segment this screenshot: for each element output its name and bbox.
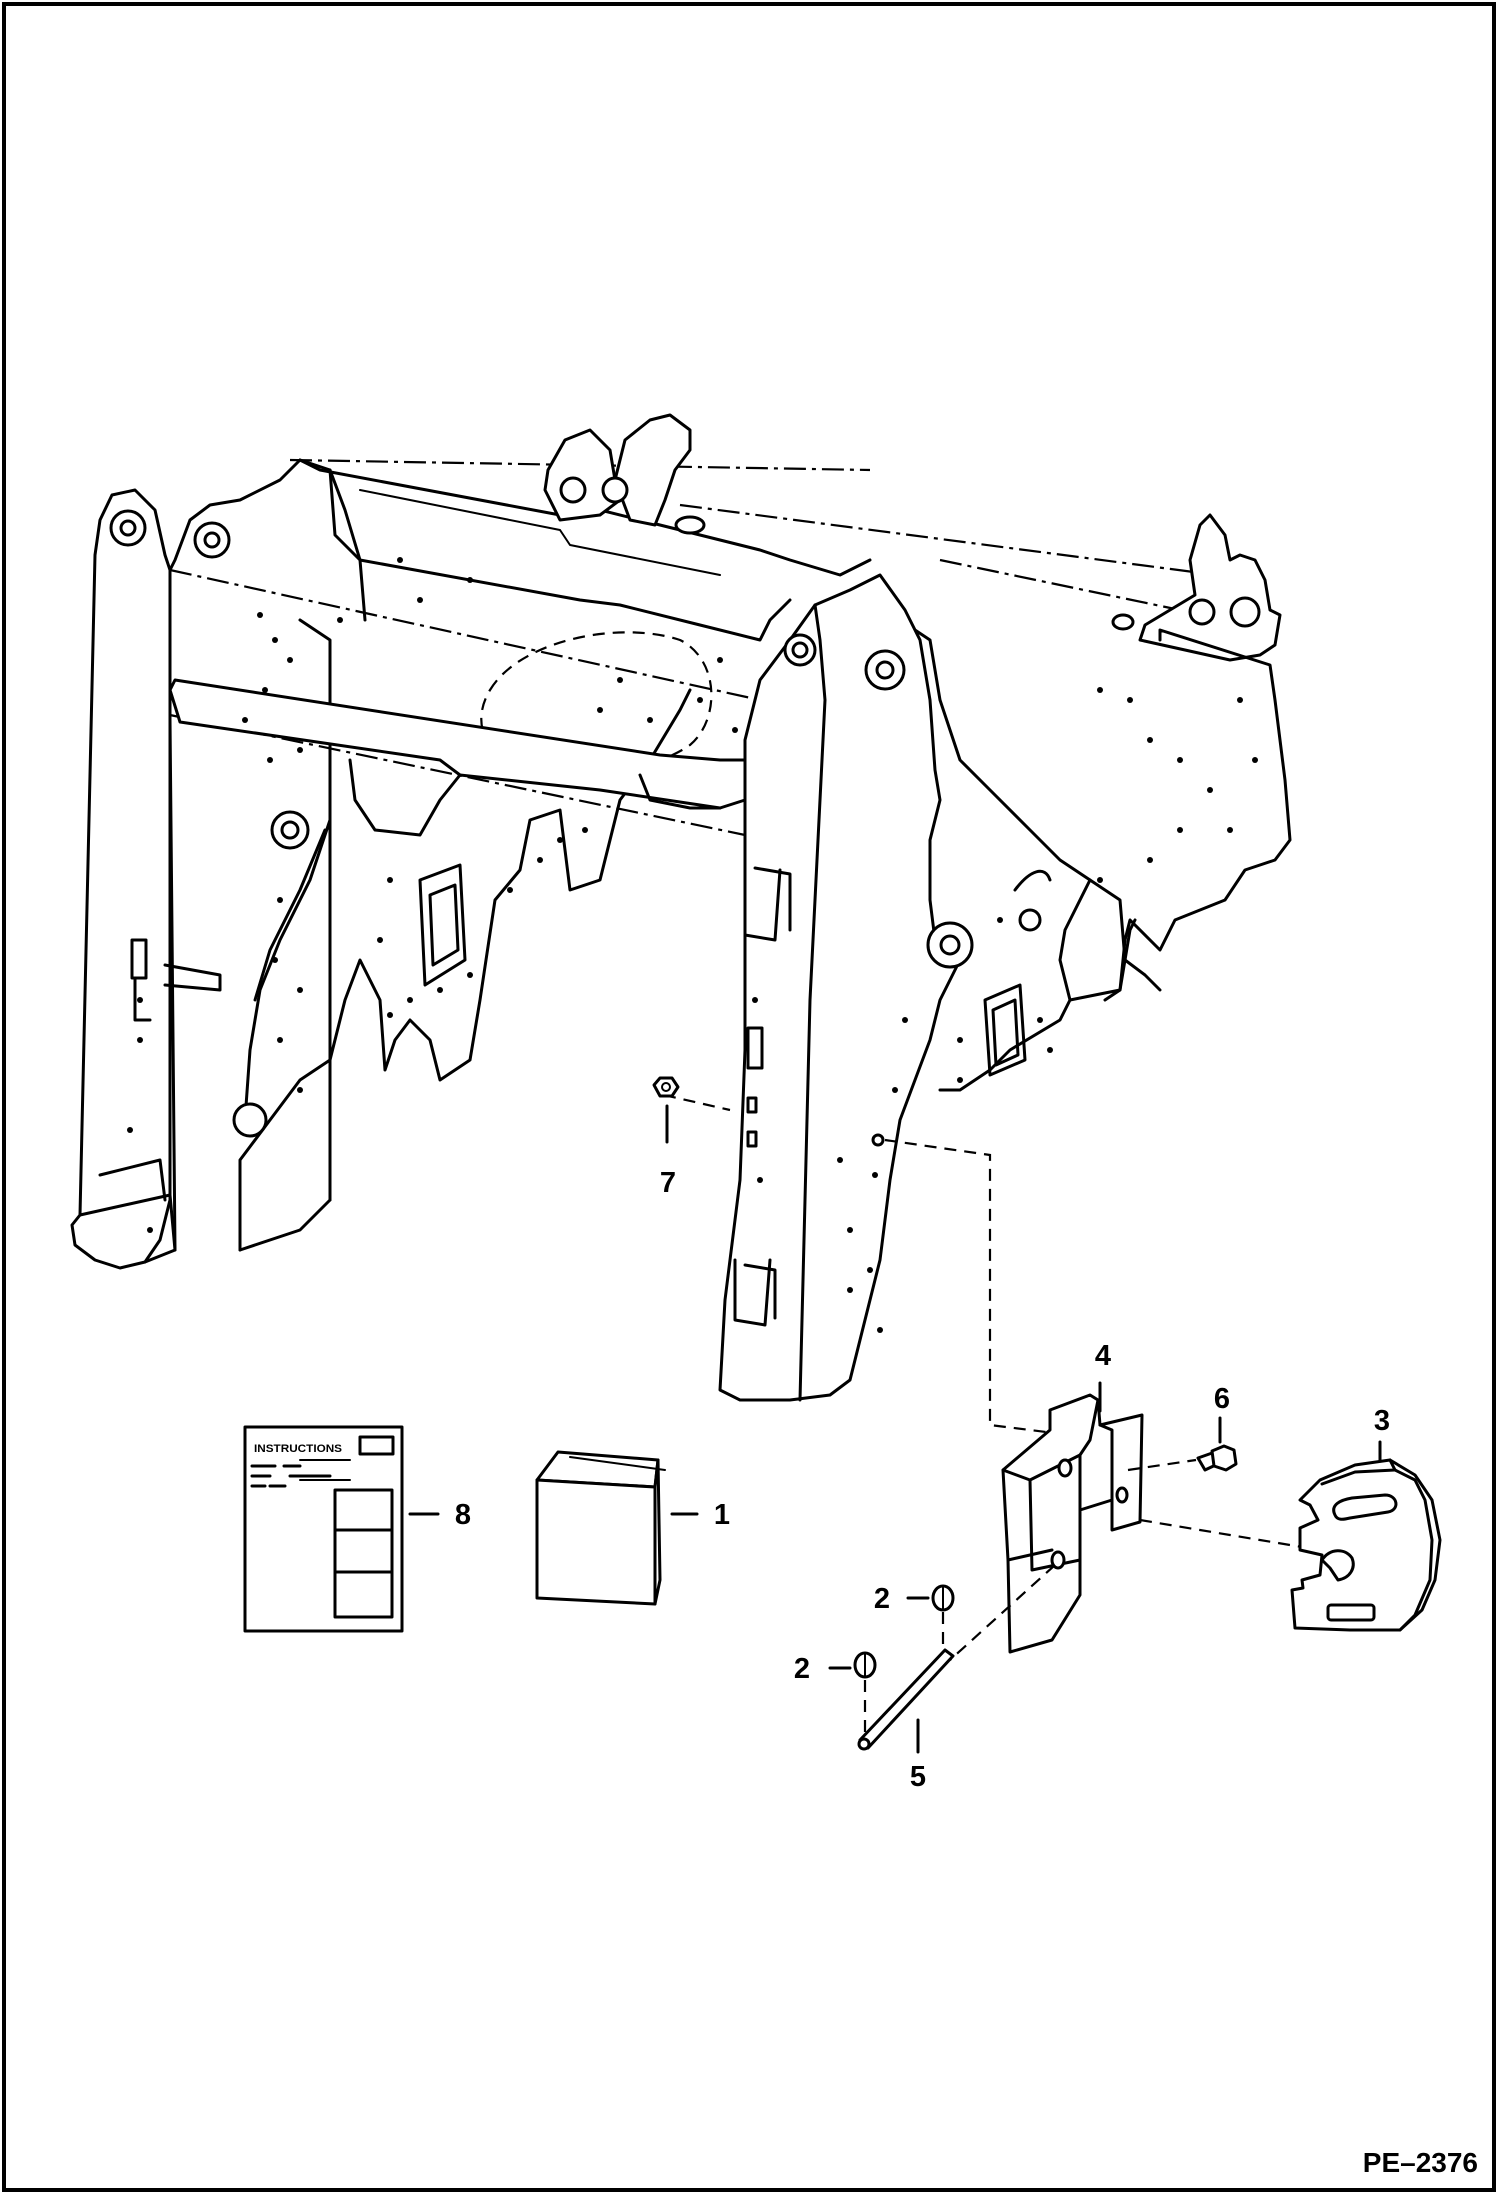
part-7-nut: 7: [652, 1076, 680, 1199]
hex-nut: [652, 1076, 680, 1098]
part-2-clip-upper: 2: [874, 1583, 955, 1650]
callout-3: 3: [1374, 1405, 1390, 1437]
callout-2a: 2: [874, 1583, 890, 1615]
figure-code: PE–2376: [1363, 2147, 1478, 2178]
frame-bolt-holes: [127, 557, 1258, 1333]
front-beam-lower-web: [348, 758, 462, 837]
sheet-text-lines: [250, 1464, 332, 1488]
box-front: [535, 1478, 657, 1606]
box-side: [653, 1458, 662, 1606]
callout-2b: 2: [794, 1653, 810, 1685]
sheet-logo-box: [358, 1435, 395, 1456]
right-panel-window: [983, 983, 1027, 1077]
left-diagonal-brace: [243, 818, 332, 1122]
left-panel-window: [418, 863, 467, 987]
chain-line-top-left: [289, 458, 871, 472]
callout-7: 7: [660, 1167, 676, 1199]
bracket-hole-lower: [1050, 1550, 1066, 1570]
left-inner-plate-top: [168, 458, 367, 622]
sheet-figure-3: [333, 1570, 394, 1619]
callout-1: 1: [714, 1499, 730, 1531]
rear-left-tower-ear: [613, 413, 692, 527]
part-2-clip-lower: 2: [794, 1651, 877, 1738]
leader-bracket-to-3: [1139, 1518, 1321, 1552]
left-inner-panel-front: [298, 618, 332, 1202]
left-foot-plate: [78, 1193, 177, 1252]
sheet-figure-1: [333, 1488, 394, 1534]
front-cross-beam: [168, 678, 747, 810]
mounting-hole: [871, 1133, 885, 1147]
leader-bracket-to-pin: [949, 1564, 1056, 1661]
instruction-heading: INSTRUCTIONS: [254, 1443, 342, 1455]
mid-slot: [746, 1026, 764, 1070]
callout-6: 6: [1214, 1383, 1230, 1415]
bracket-hole-upper: [1057, 1458, 1073, 1478]
chain-line-mid-right: [939, 558, 1181, 612]
weight-handle-slot: [1326, 1603, 1376, 1622]
right-side-plate-fold: [798, 603, 827, 1402]
part-6-bolt: 6: [1196, 1383, 1238, 1472]
callout-4: 4: [1095, 1340, 1111, 1372]
callout-8: 8: [455, 1499, 471, 1531]
rear-cross-member-face: [328, 468, 792, 642]
part-5-pin: 5: [857, 1564, 1056, 1793]
left-lower-link: [238, 1058, 332, 1252]
right-inner-panel-bottom: [938, 998, 1072, 1092]
rear-center-pin: [674, 515, 706, 535]
part-4-bracket: 4: [1001, 1340, 1144, 1654]
upper-slot-bracket: [743, 858, 782, 942]
left-bottom-boss: [232, 1102, 268, 1138]
chain-line-top-right: [679, 503, 1256, 582]
left-inner-panel-bottom: [238, 688, 692, 1252]
right-inner-panel-body: [1103, 628, 1292, 1002]
lift-arm-frame: [70, 413, 1292, 1402]
bracket-body: [1001, 1393, 1144, 1654]
leader-4-to-frame: [884, 1138, 1071, 1437]
lower-slot-bracket: [733, 1258, 772, 1327]
bolt-head: [1210, 1444, 1238, 1472]
right-side-plate: [718, 573, 962, 1402]
part-8-instruction-sheet: INSTRUCTIONS 8: [243, 1425, 471, 1633]
leader-6-to-bracket: [1127, 1458, 1197, 1472]
chain-line-front-top: [169, 568, 761, 702]
part-1-box: 1: [535, 1450, 730, 1606]
callout-5: 5: [910, 1761, 926, 1793]
sheet-figure-2: [333, 1528, 394, 1574]
rear-left-tower: [543, 428, 622, 522]
weight-slot: [1332, 1493, 1398, 1521]
part-3-weight: 3: [1290, 1405, 1442, 1632]
leader-7-to-frame: [663, 1093, 731, 1112]
bracket-hole-side: [1115, 1486, 1129, 1504]
weight-hook: [1320, 1549, 1355, 1582]
weight-edge: [1388, 1458, 1434, 1632]
right-inner-panel-top: [898, 618, 1162, 992]
weight-body: [1290, 1458, 1442, 1632]
left-outer-panel: [70, 488, 172, 1270]
